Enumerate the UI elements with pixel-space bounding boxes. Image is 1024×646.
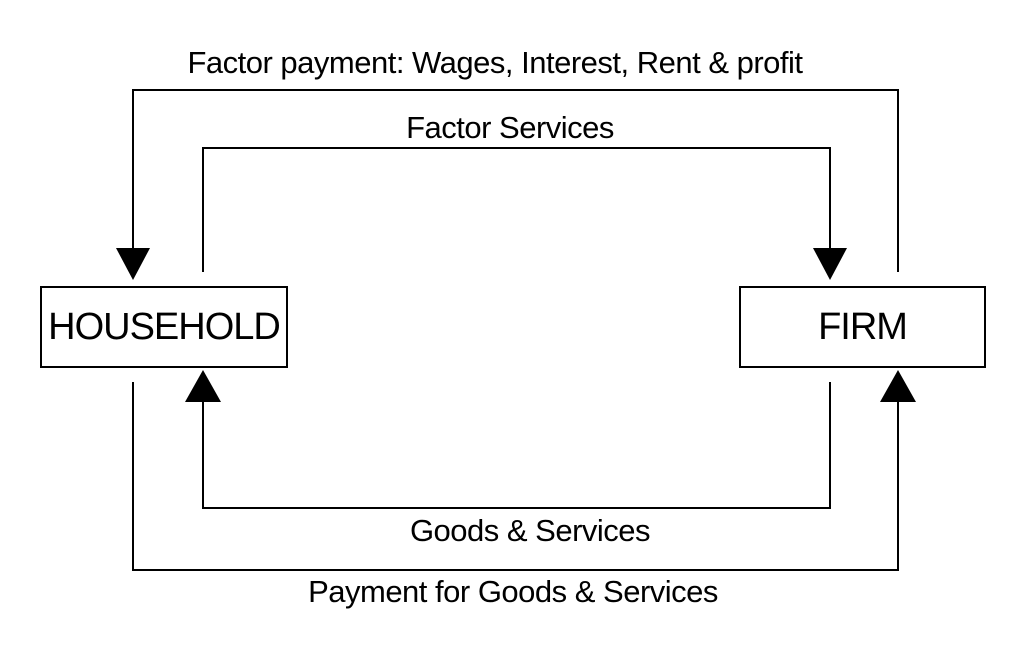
firm-label: FIRM (818, 306, 908, 348)
payment-goods-services-label: Payment for Goods & Services (308, 574, 718, 609)
payment-goods-services-line (132, 382, 899, 571)
goods-services-label: Goods & Services (409, 513, 651, 548)
factor-services-line (202, 147, 831, 272)
household-label: HOUSEHOLD (48, 306, 281, 348)
factor-payment-arrow-icon (116, 248, 150, 280)
factor-payment-label: Factor payment: Wages, Interest, Rent & … (187, 45, 803, 80)
household-box (40, 286, 288, 368)
goods-services-line (202, 382, 831, 509)
goods-services-arrow-icon (185, 370, 221, 402)
factor-payment-line (132, 89, 899, 272)
factor-services-arrow-icon (813, 248, 847, 280)
firm-box (739, 286, 986, 368)
factor-services-label: Factor Services (406, 110, 614, 145)
payment-goods-services-arrow-icon (880, 370, 916, 402)
